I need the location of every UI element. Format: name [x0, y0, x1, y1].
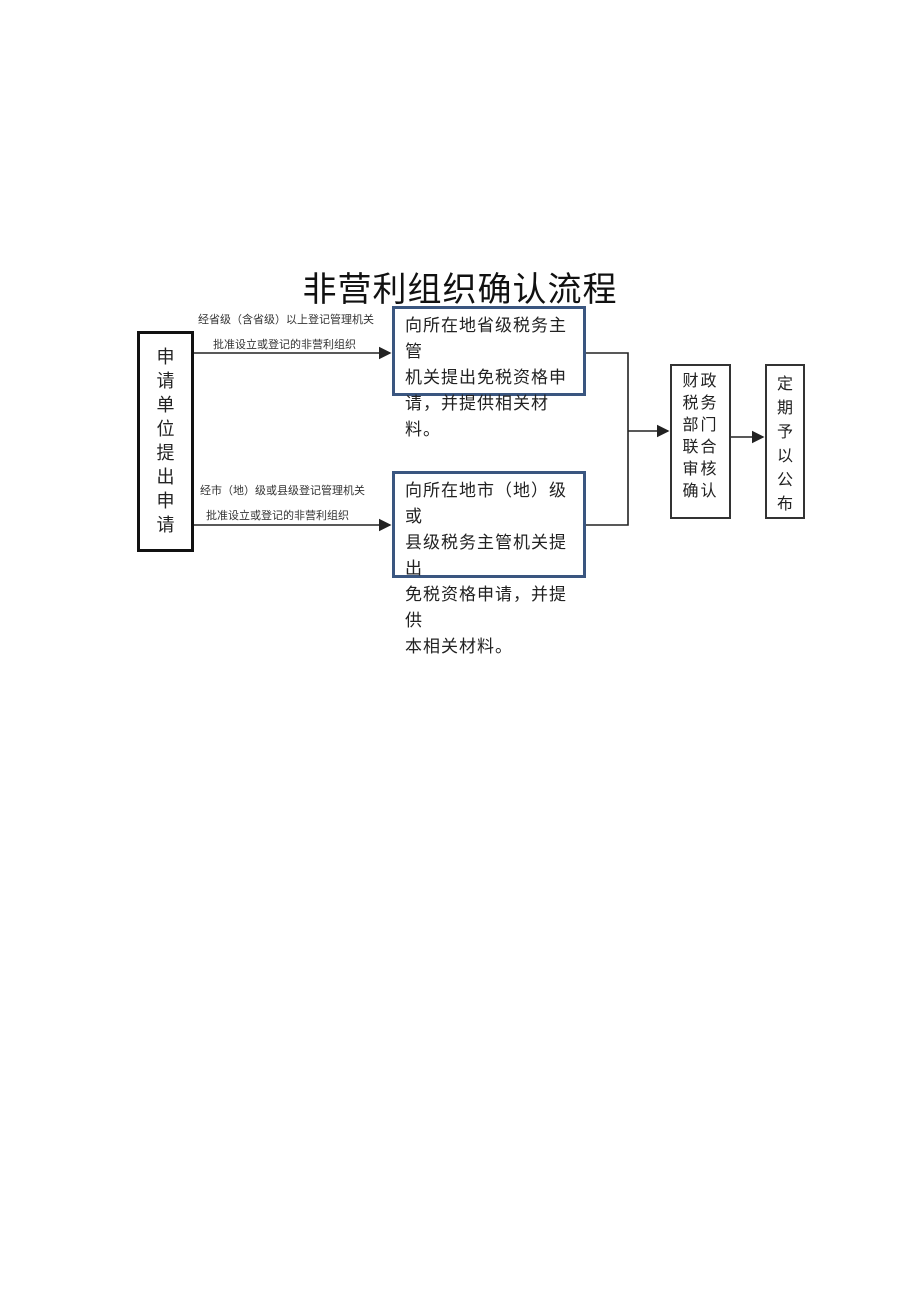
review-line: 财政	[682, 371, 719, 390]
publish-char: 布	[776, 494, 793, 513]
applicant-char: 单	[156, 394, 175, 416]
municipal-box-line3: 免税资格申请，并提供	[405, 585, 567, 631]
review-line: 部门	[682, 415, 719, 434]
review-line: 审核	[682, 459, 719, 478]
publish-char: 公	[776, 470, 793, 489]
applicant-char: 申	[156, 490, 175, 512]
publish-char: 定	[776, 374, 793, 393]
review-line: 税务	[682, 393, 719, 412]
review-line: 确认	[682, 481, 719, 500]
applicant-char: 申	[156, 346, 175, 368]
provincial-application-box: 向所在地省级税务主管 机关提出免税资格申 请，并提供相关材料。	[392, 306, 586, 440]
publish-char: 期	[776, 398, 793, 417]
municipal-box-line1: 向所在地市（地）级或	[405, 481, 567, 527]
publish-char: 以	[776, 446, 793, 465]
applicant-char: 位	[156, 418, 175, 440]
municipal-condition-line1: 经市（地）级或县级登记管理机关	[200, 484, 365, 497]
applicant-char: 提	[156, 442, 175, 464]
applicant-label: 申请单位提出申请	[157, 346, 175, 538]
provincial-box-line1: 向所在地省级税务主管	[405, 316, 567, 362]
municipal-application-box: 向所在地市（地）级或 县级税务主管机关提出 免税资格申请，并提供 本相关材料。	[392, 471, 586, 657]
municipal-box-line2: 县级税务主管机关提出	[405, 533, 567, 579]
page-title: 非营利组织确认流程	[302, 270, 618, 310]
applicant-char: 请	[156, 514, 175, 536]
joint-review-box: 财政 税务 部门 联合 审核 确认	[670, 364, 731, 519]
connector-municipal-to-merge	[586, 431, 629, 526]
municipal-box-line4: 本相关材料。	[405, 637, 513, 657]
provincial-condition-line1: 经省级（含省级）以上登记管理机关	[198, 313, 374, 326]
publish-char: 予	[776, 422, 793, 441]
applicant-char: 请	[156, 370, 175, 392]
municipal-condition-line2: 批准设立或登记的非营利组织	[206, 509, 349, 522]
applicant-box: 申请单位提出申请	[137, 331, 194, 552]
publish-box: 定 期 予 以 公 布	[765, 364, 805, 519]
applicant-char: 出	[156, 466, 175, 488]
connector-provincial-to-merge	[586, 352, 629, 431]
review-line: 联合	[682, 437, 719, 456]
provincial-condition-line2: 批准设立或登记的非营利组织	[213, 338, 356, 351]
provincial-box-line3: 请，并提供相关材料。	[405, 394, 549, 440]
provincial-box-line2: 机关提出免税资格申	[405, 368, 567, 388]
